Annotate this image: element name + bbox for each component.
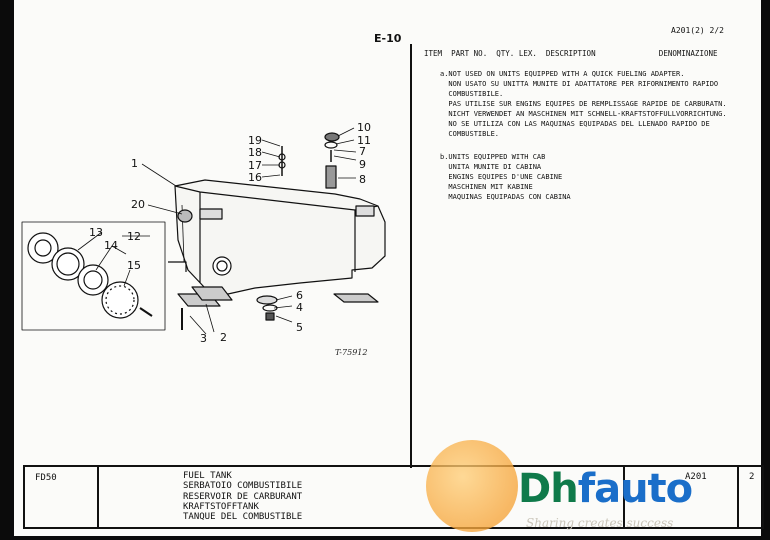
filler-strainer (325, 165, 337, 189)
callout-10: 10 (357, 121, 371, 134)
title-block: FD50 FUEL TANK SERBATOIO COMBUSTIBILE RE… (23, 465, 764, 529)
title-fr: RESERVOIR DE CARBURANT (183, 491, 303, 502)
callout-2: 2 (220, 331, 227, 344)
note-line: COMBUSTIBILE. (440, 90, 504, 98)
cap-gasket (324, 141, 338, 149)
section-code: E-10 (374, 32, 402, 45)
note-a: a.NOT USED ON UNITS EQUIPPED WITH A QUIC… (440, 69, 727, 139)
title-es: TANQUE DEL COMBUSTIBLE (183, 512, 303, 523)
model-code: FD50 (35, 473, 57, 483)
filler-cap (324, 132, 340, 142)
callout-7: 7 (359, 145, 366, 158)
callout-1: 1 (131, 157, 138, 170)
figure-id: T-75912 (335, 348, 368, 357)
callout-20: 20 (131, 198, 145, 211)
callout-3: 3 (200, 332, 207, 345)
detail-panel (21, 221, 166, 331)
callout-11: 11 (357, 134, 371, 147)
note-line: ENGINS EQUIPES D'UNE CABINE (440, 173, 563, 181)
drain-plug (265, 312, 275, 321)
fuel-tank-exploded-diagram: 1 2 3 4 5 6 7 8 9 10 11 12 13 14 15 16 1… (21, 121, 386, 345)
part-group-titles: FUEL TANK SERBATOIO COMBUSTIBILE RESERVO… (183, 471, 302, 522)
fuel-tank-body (174, 179, 386, 295)
note-line: PAS UTILISE SUR ENGINS EQUIPES DE REMPLI… (440, 100, 727, 108)
sender-gasket-2 (77, 264, 109, 296)
callout-12: 12 (127, 230, 141, 243)
note-line: UNITA MUNITE DI CABINA (440, 163, 542, 171)
note-line: b.UNITS EQUIPPED WITH CAB (440, 153, 546, 161)
note-line: NO SE UTILIZA CON LAS MAQUINAS EQUIPADAS… (440, 120, 710, 128)
title-it: SERBATOIO COMBUSTIBILE (183, 481, 303, 492)
note-line: NICHT VERWENDET AN MASCHINEN MIT SCHNELL… (440, 110, 727, 118)
title-de: KRAFTSTOFFTANK (183, 501, 259, 512)
scan-border-left (0, 0, 14, 540)
sender-gasket (27, 232, 59, 264)
scan-border-right (761, 0, 770, 540)
scan-border-bottom (0, 536, 770, 540)
watermark-logo: Dhfauto Sharing creates success (422, 436, 762, 540)
callout-14: 14 (104, 239, 118, 252)
watermark-tagline: Sharing creates success (526, 516, 674, 530)
sender-port (212, 256, 232, 276)
tank-top-mount (355, 205, 375, 217)
title-block-divider (97, 467, 99, 527)
callout-19: 19 (248, 134, 262, 147)
filler-neck (177, 209, 193, 223)
note-line: MASCHINEN MIT KABINE (440, 183, 533, 191)
watermark-circle (426, 440, 518, 532)
note-b: b.UNITS EQUIPPED WITH CAB UNITA MUNITE D… (440, 152, 571, 202)
column-headers: ITEM PART NO. QTY. LEX. DESCRIPTION DENO… (424, 49, 718, 58)
watermark-name: Dhfauto (518, 466, 693, 512)
mounting-strap (191, 286, 233, 301)
note-line: a.NOT USED ON UNITS EQUIPPED WITH A QUIC… (440, 70, 685, 78)
mounting-strap (333, 293, 379, 303)
callout-18: 18 (248, 146, 262, 159)
column-divider (410, 44, 412, 468)
title-en: FUEL TANK (183, 471, 232, 481)
callout-17: 17 (248, 159, 262, 172)
callout-15: 15 (127, 259, 141, 272)
page-reference: A201(2) 2/2 (671, 26, 724, 35)
callout-8: 8 (359, 173, 366, 186)
callout-4: 4 (296, 301, 303, 314)
note-line: NON USATO SU UNITTA MUNITE DI ADATTATORE… (440, 80, 719, 88)
sender-cover-plate (101, 281, 139, 319)
note-line: MAQUINAS EQUIPADAS CON CABINA (440, 193, 571, 201)
callout-13: 13 (89, 226, 103, 239)
callout-16: 16 (248, 171, 262, 184)
title-block-divider (737, 467, 739, 527)
drain-gasket (256, 295, 278, 305)
page-number: 2 (749, 472, 755, 482)
callout-9: 9 (359, 158, 366, 171)
title-block-divider (623, 467, 625, 527)
callout-6: 6 (296, 289, 303, 302)
tank-top-mount (199, 208, 223, 220)
note-line: COMBUSTIBLE. (440, 130, 500, 138)
footer-page-ref: A201 (685, 472, 707, 482)
callout-5: 5 (296, 321, 303, 334)
